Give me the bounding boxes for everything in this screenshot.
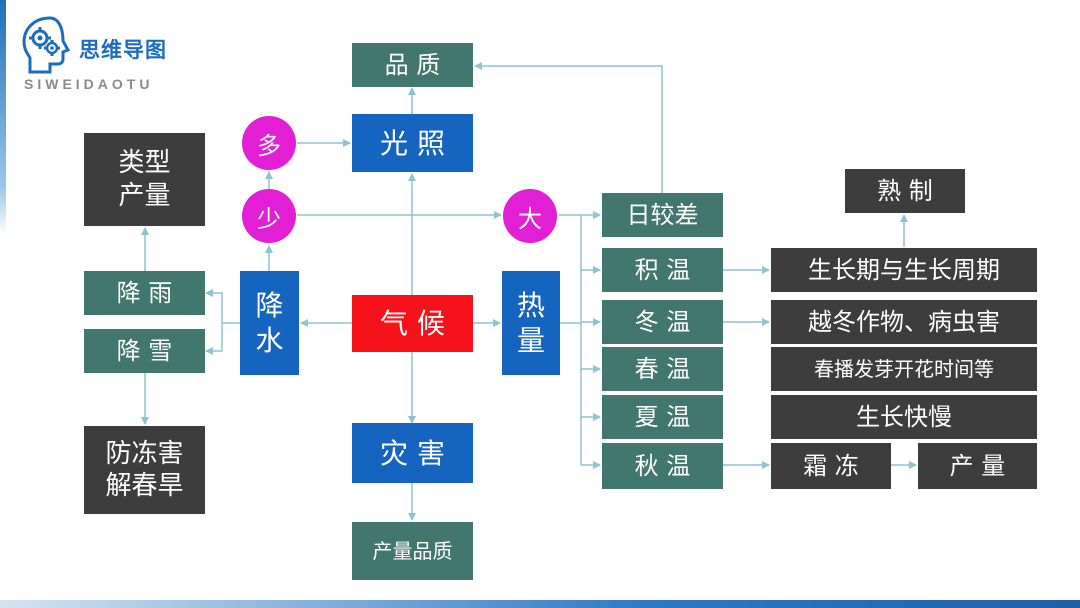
node-snow: 降 雪 <box>84 329 205 373</box>
node-diurnal-range: 日较差 <box>602 193 723 237</box>
node-spring-sowing: 春播发芽开花时间等 <box>771 347 1037 391</box>
logo-title: 思维导图 <box>79 38 167 62</box>
node-type-yield: 类型 产量 <box>84 133 205 226</box>
logo-subtitle: SIWEIDAOTU <box>24 76 154 92</box>
node-autumn-temp: 秋 温 <box>602 443 723 489</box>
node-frost: 霜 冻 <box>771 443 891 489</box>
node-quality: 品 质 <box>352 43 473 87</box>
node-frost-protection: 防冻害 解春旱 <box>84 426 205 514</box>
node-light: 光 照 <box>352 114 473 172</box>
node-more: 多 <box>242 116 296 170</box>
node-overwintering-crops: 越冬作物、病虫害 <box>771 300 1037 344</box>
node-accumulated-temp: 积 温 <box>602 248 723 292</box>
left-accent-bar <box>0 0 6 235</box>
node-ripening: 熟 制 <box>845 169 965 213</box>
node-disaster: 灾 害 <box>352 423 473 483</box>
node-growth-speed: 生长快慢 <box>771 395 1037 439</box>
node-heat: 热 量 <box>502 271 560 375</box>
node-winter-temp: 冬 温 <box>602 300 723 344</box>
node-spring-temp: 春 温 <box>602 347 723 391</box>
node-less: 少 <box>242 189 296 243</box>
node-climate: 气 候 <box>352 295 473 352</box>
bottom-accent-bar <box>0 600 1080 608</box>
node-yield: 产 量 <box>918 443 1037 489</box>
node-precipitation: 降 水 <box>240 271 299 375</box>
node-growth-period: 生长期与生长周期 <box>771 248 1037 292</box>
head-gear-icon <box>22 16 71 74</box>
node-yield-quality: 产量品质 <box>352 522 473 580</box>
node-summer-temp: 夏 温 <box>602 395 723 439</box>
node-rain: 降 雨 <box>84 271 205 315</box>
node-big: 大 <box>503 189 557 243</box>
